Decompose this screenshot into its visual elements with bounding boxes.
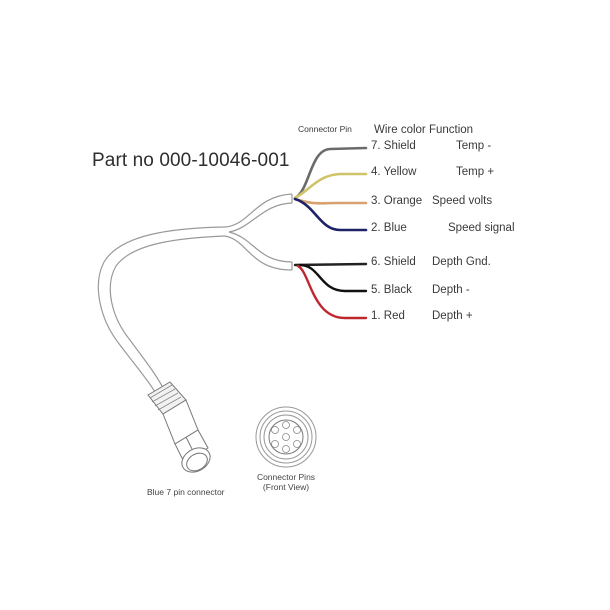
- wire-function: Speed signal: [448, 222, 515, 234]
- lower-wires: [293, 262, 368, 320]
- main-cable: [97, 226, 226, 393]
- wire-pin-color: 2. Blue: [371, 222, 407, 234]
- wire-pin-color: 1. Red: [371, 310, 405, 322]
- connector-pins-caption: Connector Pins (Front View): [251, 472, 321, 492]
- connector-pins-front-view: [255, 406, 317, 468]
- wire-function: Depth +: [432, 310, 473, 322]
- wire-pin-color: 6. Shield: [371, 256, 416, 268]
- wire-red: [296, 264, 368, 320]
- wire-function: Speed volts: [432, 195, 493, 207]
- connector-caption: Blue 7 pin connector: [147, 487, 225, 497]
- wire-blue: [293, 197, 368, 232]
- wire-orange: [293, 197, 368, 205]
- lower-branch-cable: [224, 231, 293, 271]
- upper-wires: [293, 146, 368, 232]
- wire-label-6: 6. Shield Depth Gnd.: [371, 256, 491, 268]
- wire-pin-color: 4. Yellow: [371, 166, 417, 178]
- upper-branch-cable: [224, 193, 293, 233]
- wire-pin-color: 5. Black: [371, 284, 412, 296]
- wire-function: Depth -: [432, 284, 470, 296]
- wire-black: [298, 263, 368, 293]
- wire-label-5: 5. Black Depth -: [371, 284, 470, 296]
- wire-yellow: [293, 172, 368, 200]
- wire-color-function-header: Wire color Function: [374, 124, 474, 136]
- wire-label-3: 3. Orange Speed volts: [371, 195, 492, 207]
- connector-pins-caption-line2: (Front View): [262, 482, 310, 492]
- wire-label-7: 7. Shield Temp -: [371, 140, 491, 152]
- wire-function: Depth Gnd.: [432, 256, 491, 268]
- wire-function: Temp -: [456, 140, 492, 152]
- wire-label-1: 1. Red Depth +: [371, 310, 473, 322]
- wire-function: Temp +: [456, 166, 495, 178]
- wire-pin-color: 7. Shield: [371, 140, 416, 152]
- part-number: Part no 000-10046-001: [92, 150, 290, 171]
- wire-shield-depth: [293, 262, 368, 267]
- connector-pins-caption-line1: Connector Pins: [256, 472, 316, 482]
- connector-body: [147, 381, 211, 473]
- wire-label-2: 2. Blue Speed signal: [371, 222, 515, 234]
- wire-label-4: 4. Yellow Temp +: [371, 166, 494, 178]
- wire-pin-color: 3. Orange: [371, 195, 423, 207]
- connector-pin-header: Connector Pin: [298, 124, 352, 134]
